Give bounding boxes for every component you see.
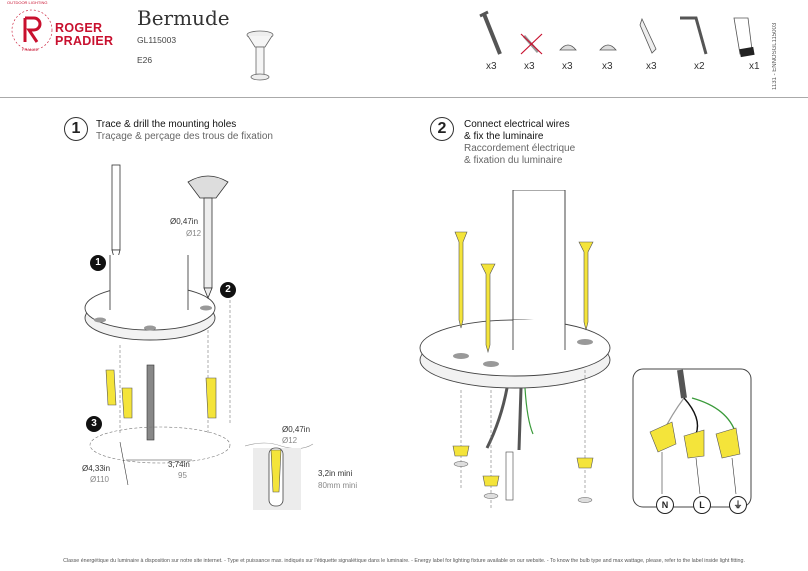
brand-name-line1: ROGER bbox=[55, 21, 103, 35]
brand-name-line2: PRADIER bbox=[55, 34, 114, 48]
parts-qty-allen-key: x2 bbox=[694, 61, 705, 72]
step1-badge-1: 1 bbox=[90, 255, 106, 271]
document-id: 1131 - ENNOSGL115003 bbox=[772, 22, 778, 90]
parts-qty-wall-plug: x3 bbox=[646, 61, 657, 72]
min-depth-in: 3,2in mini bbox=[318, 469, 353, 478]
parts-dome-nut-icon bbox=[558, 40, 578, 59]
detail-diameter-in: Ø0,47in bbox=[282, 425, 311, 434]
parts-wall-plug-icon bbox=[636, 15, 664, 65]
brand-ring-bottom: FRANCE bbox=[22, 47, 39, 52]
step1-title-fr: Traçage & perçage des trous de fixation bbox=[96, 131, 273, 142]
drill-diameter-mm: Ø12 bbox=[186, 229, 202, 238]
parts-qty-crossed: x3 bbox=[524, 61, 535, 72]
wire-label-ground: ⏚ bbox=[729, 496, 747, 514]
parts-qty-wood-screw: x3 bbox=[486, 61, 497, 72]
step2-title-fr-1: Raccordement électrique bbox=[464, 143, 576, 154]
footer-disclaimer: Classe énergétique du luminaire à dispos… bbox=[63, 558, 745, 564]
parts-qty-washer: x3 bbox=[602, 61, 613, 72]
parts-crossed-screw-icon bbox=[518, 30, 546, 63]
ground-detail-illustration bbox=[244, 440, 315, 517]
parts-allen-key-icon bbox=[676, 12, 712, 65]
parts-qty-grease-tube: x1 bbox=[749, 61, 760, 72]
step1-badge-2: 2 bbox=[220, 282, 236, 298]
lamp-thumbnail-icon bbox=[240, 25, 280, 90]
detail-diameter-mm: Ø12 bbox=[282, 436, 298, 445]
circle-diameter-mm: Ø110 bbox=[90, 475, 109, 484]
hole-spacing-in: 3,74in bbox=[168, 460, 190, 469]
brand-logo bbox=[8, 6, 56, 59]
wire-label-neutral: N bbox=[656, 496, 674, 514]
step2-title-fr-2: & fixation du luminaire bbox=[464, 155, 563, 166]
drill-diameter-in: Ø0,47in bbox=[170, 217, 199, 226]
min-depth-mm: 80mm mini bbox=[318, 481, 358, 490]
step1-badge-3: 3 bbox=[86, 416, 102, 432]
wiring-detail-illustration bbox=[632, 368, 752, 513]
step2-title-en-1: Connect electrical wires bbox=[464, 119, 570, 130]
step2-number: 2 bbox=[430, 117, 454, 141]
brand-name: ROGER PRADIER bbox=[55, 22, 113, 48]
parts-wood-screw-icon bbox=[478, 10, 508, 65]
step2-illustration bbox=[415, 189, 625, 535]
header-divider bbox=[0, 97, 808, 98]
parts-washer-icon bbox=[598, 40, 618, 59]
bulb-type: E26 bbox=[137, 55, 153, 65]
product-title: Bermude bbox=[137, 6, 230, 30]
wire-label-line: L bbox=[693, 496, 711, 514]
step1-title-en: Trace & drill the mounting holes bbox=[96, 119, 237, 130]
product-reference: GL115003 bbox=[137, 35, 177, 45]
step1-illustration bbox=[80, 160, 380, 535]
step1-number: 1 bbox=[64, 117, 88, 141]
step2-title-en-2: & fix the luminaire bbox=[464, 131, 544, 142]
brand-ring-top: OUTDOOR LIGHTING bbox=[7, 0, 48, 5]
hole-spacing-mm: 95 bbox=[178, 471, 187, 480]
circle-diameter-in: Ø4,33in bbox=[82, 464, 111, 473]
parts-grease-tube-icon bbox=[730, 14, 760, 65]
parts-qty-dome-nut: x3 bbox=[562, 61, 573, 72]
